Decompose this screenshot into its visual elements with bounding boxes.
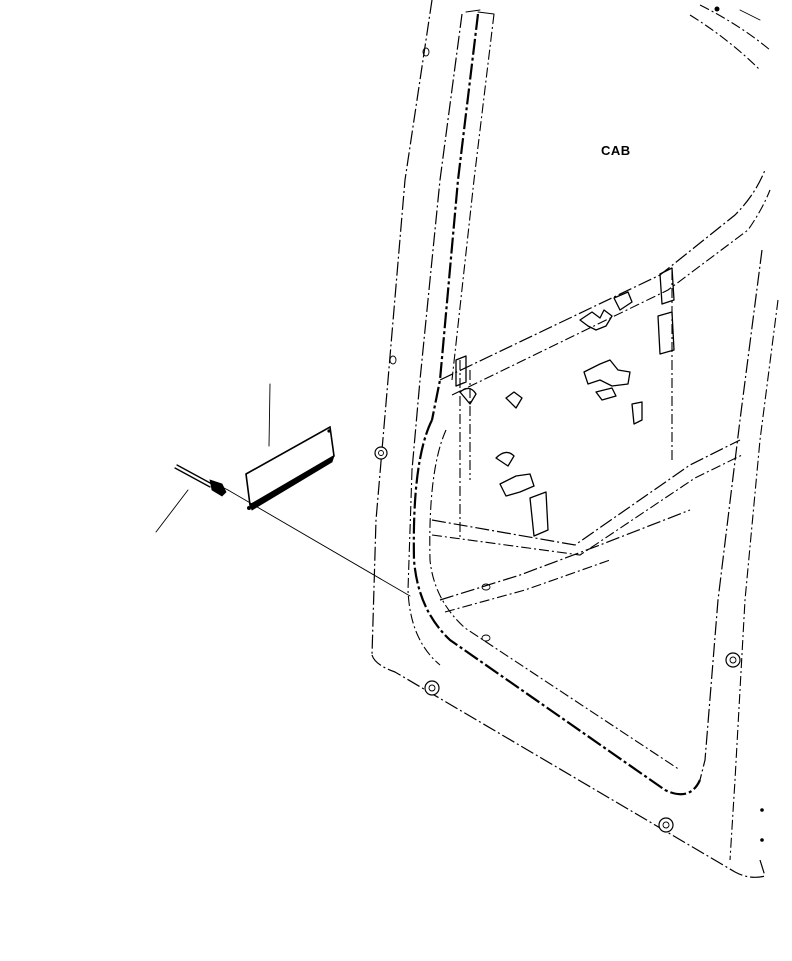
bracket-lower bbox=[495, 451, 549, 537]
rivet-part bbox=[174, 464, 229, 497]
plate-part bbox=[245, 425, 335, 511]
bracket-upper bbox=[579, 267, 675, 355]
cab-frame bbox=[371, 0, 779, 878]
bracket-middle bbox=[455, 355, 643, 425]
leader-lines bbox=[155, 383, 411, 597]
cab-label: CAB bbox=[601, 143, 631, 158]
